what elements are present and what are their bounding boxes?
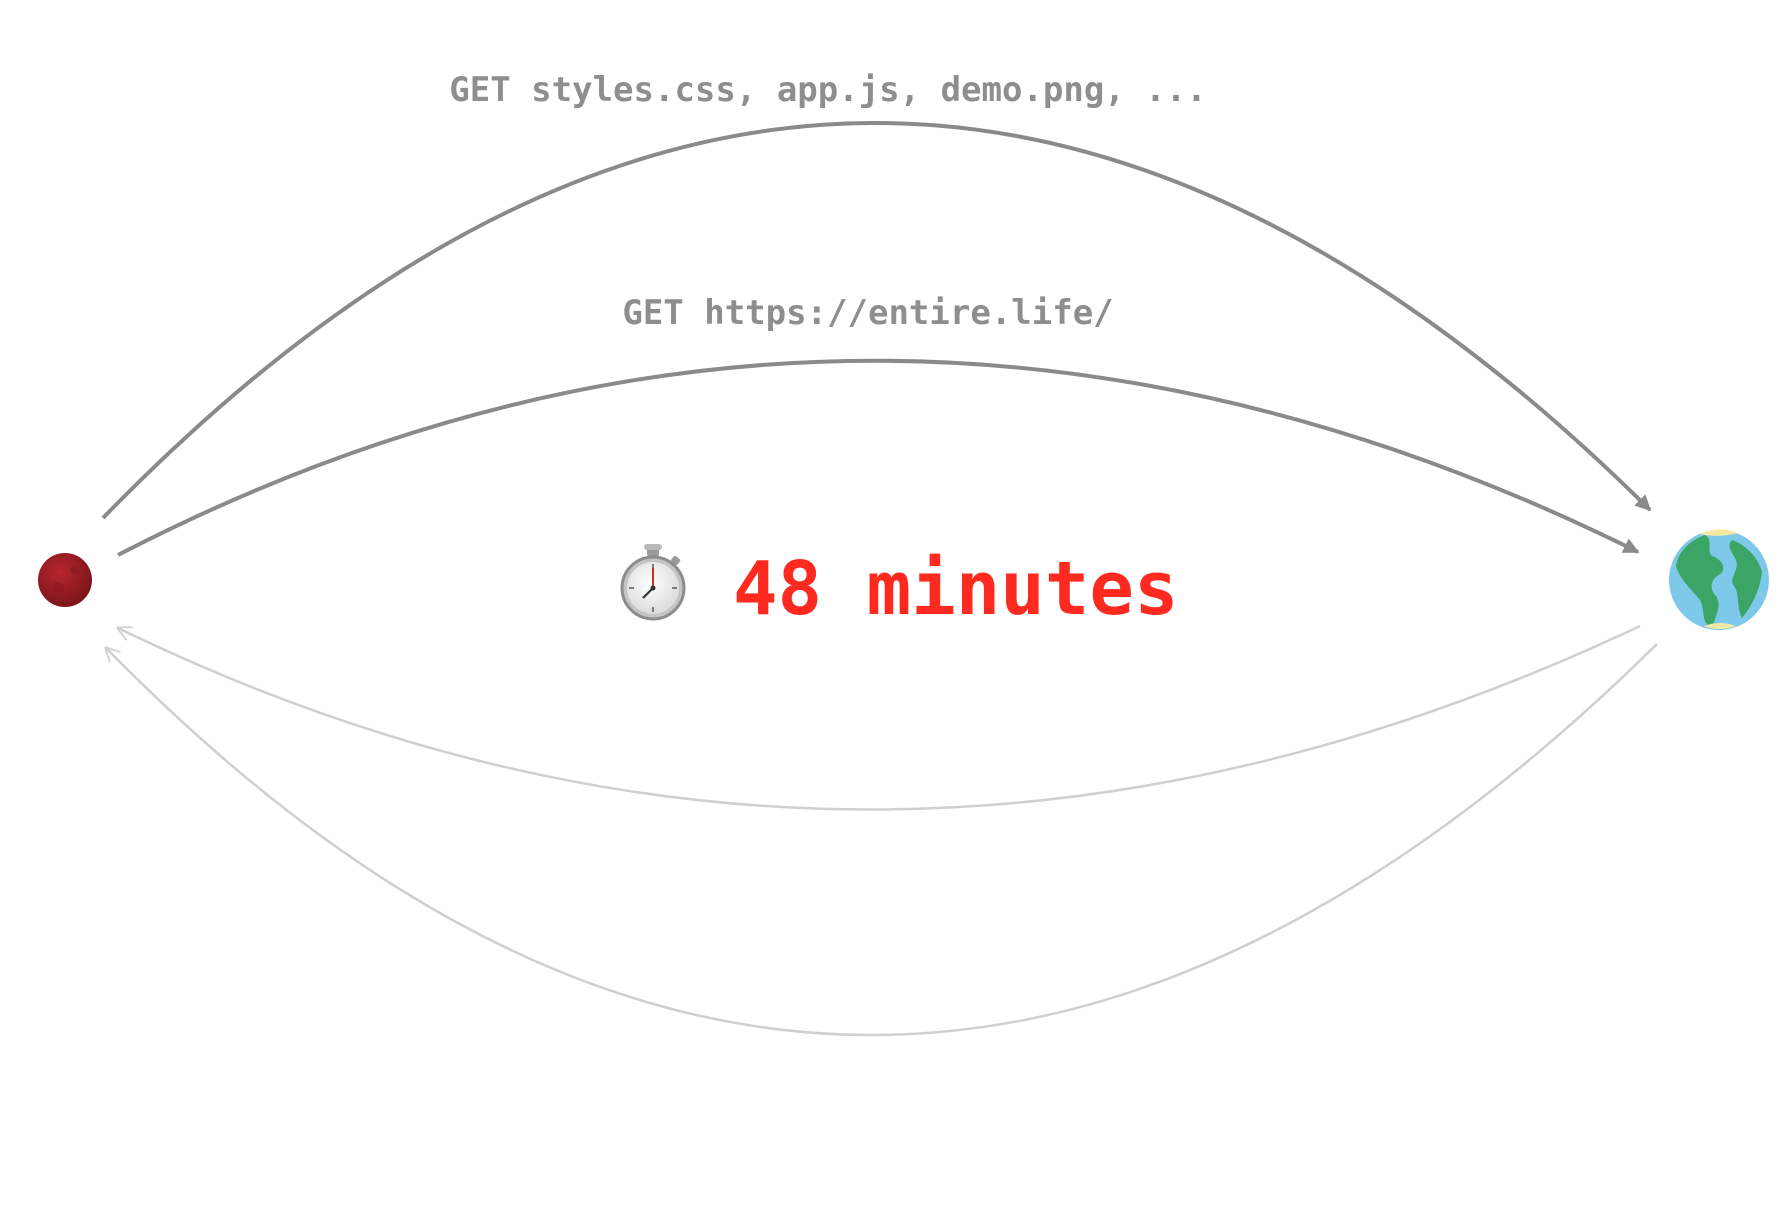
earth-globe-icon xyxy=(1669,529,1769,630)
stopwatch-icon xyxy=(620,544,686,621)
request-arrow-page xyxy=(117,358,1640,557)
request-assets-label: GET styles.css, app.js, demo.png, ... xyxy=(449,70,1206,110)
request-arrow-assets xyxy=(101,121,1652,520)
elapsed-time-label: 48 minutes xyxy=(733,546,1179,632)
response-arrow-page xyxy=(118,624,1641,811)
request-page-label: GET https://entire.life/ xyxy=(622,293,1113,333)
mars-planet-icon xyxy=(38,553,92,607)
response-arrow-assets xyxy=(106,643,1658,1037)
